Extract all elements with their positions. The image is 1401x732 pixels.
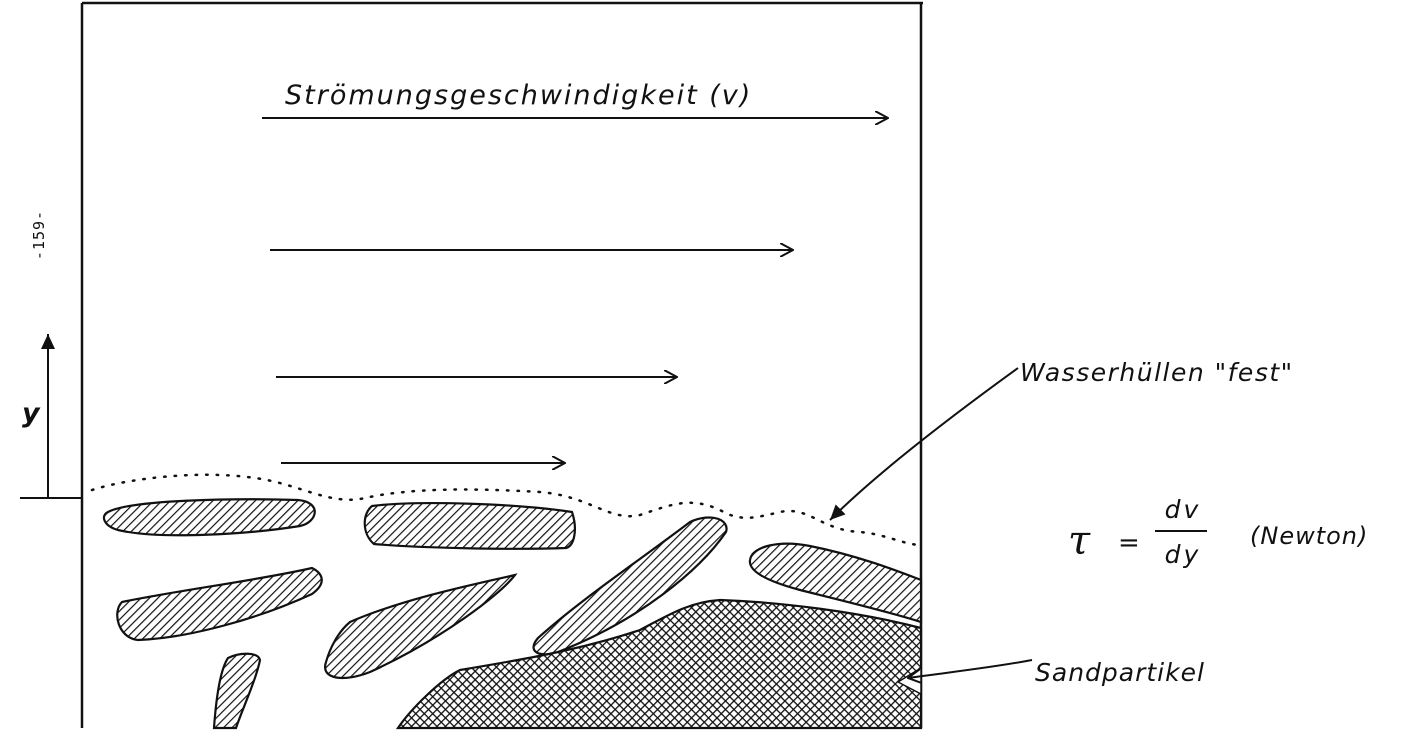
tau-symbol: τ bbox=[1068, 518, 1091, 564]
sand-leader bbox=[908, 659, 1033, 678]
particle-3 bbox=[116, 566, 323, 642]
sand-particle-label: Sandpartikel bbox=[1035, 658, 1205, 687]
water-shell-boundary bbox=[90, 473, 923, 547]
leader-lines bbox=[829, 367, 1033, 678]
particle-4 bbox=[324, 573, 518, 679]
page-number: -159- bbox=[30, 209, 48, 261]
particle-5 bbox=[212, 652, 262, 730]
particle-2 bbox=[363, 502, 576, 550]
velocity-label: Strömungsgeschwindigkeit (v) bbox=[285, 80, 753, 111]
water-shells-label: Wasserhüllen "fest" bbox=[1020, 358, 1294, 387]
particle-7 bbox=[748, 542, 923, 624]
equals-sign: = bbox=[1118, 528, 1140, 558]
sand-particle bbox=[395, 598, 923, 730]
fraction-bar bbox=[1155, 530, 1207, 532]
newton-label: (Newton) bbox=[1250, 522, 1369, 550]
formula-denominator: dy bbox=[1164, 540, 1202, 569]
formula-numerator: dv bbox=[1164, 495, 1202, 524]
y-axis-label: y bbox=[22, 398, 40, 429]
particle-1 bbox=[102, 498, 316, 537]
velocity-arrows bbox=[262, 118, 888, 463]
water-shell-leader bbox=[829, 367, 1019, 521]
y-axis bbox=[20, 334, 82, 499]
